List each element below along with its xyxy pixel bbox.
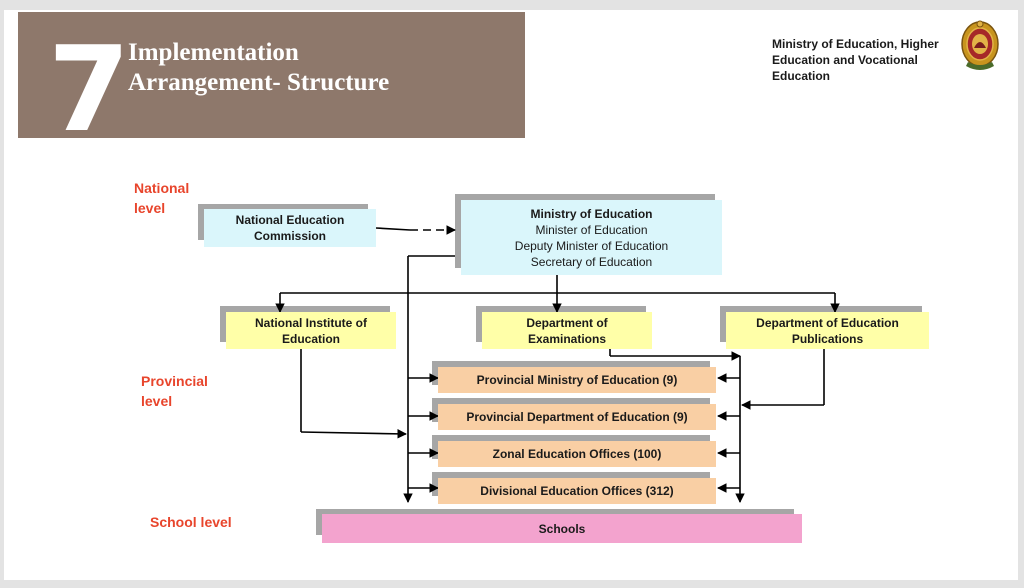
nie-line-2: Education — [281, 331, 340, 346]
provincial-level-label-line-1: Provincial — [141, 373, 208, 389]
ministry-of-education-box: Ministry of Education Minister of Educat… — [461, 200, 722, 275]
moe-title: Ministry of Education — [530, 206, 653, 221]
national-education-commission-box: National Education Commission — [204, 209, 376, 247]
sri-lanka-emblem-icon — [961, 20, 999, 70]
ministry-name-line-1: Ministry of Education, Higher — [772, 37, 939, 51]
school-level-label: School level — [150, 514, 232, 530]
doe-line-2: Examinations — [527, 331, 607, 346]
schools-box: Schools — [322, 514, 802, 543]
national-level-label: National level — [134, 178, 189, 218]
divisional-offices-box: Divisional Education Offices (312) — [438, 478, 716, 504]
moe-line-1: Minister of Education — [535, 222, 648, 237]
page-title: Implementation Arrangement- Structure — [128, 38, 518, 98]
dep-line-1: Department of Education — [756, 315, 899, 330]
section-number: 7 — [48, 20, 130, 158]
provincial-department-box: Provincial Department of Education (9) — [438, 404, 716, 430]
dep-line-2: Publications — [791, 331, 864, 346]
ministry-name-line-3: Education — [772, 69, 831, 83]
doe-line-1: Department of — [526, 315, 608, 330]
department-of-education-publications-box: Department of Education Publications — [726, 312, 929, 349]
zonal-offices-box: Zonal Education Offices (100) — [438, 441, 716, 467]
moe-line-3: Secretary of Education — [530, 254, 653, 269]
nec-line-2: Commission — [253, 229, 326, 243]
moe-line-2: Deputy Minister of Education — [514, 238, 669, 253]
provincial-level-label-line-2: level — [141, 393, 173, 409]
ministry-name: Ministry of Education, Higher Education … — [772, 36, 962, 84]
nie-line-1: National Institute of — [255, 315, 367, 330]
nec-line-1: National Education — [235, 213, 345, 227]
national-institute-of-education-box: National Institute of Education — [226, 312, 396, 349]
ministry-name-line-2: Education and Vocational — [772, 53, 918, 67]
department-of-examinations-box: Department of Examinations — [482, 312, 652, 349]
provincial-level-label: Provincial level — [141, 371, 208, 411]
page-title-line-1: Implementation — [128, 39, 299, 66]
title-banner: 7 Implementation Arrangement- Structure — [18, 12, 525, 148]
national-level-label-line-1: National — [134, 180, 190, 196]
page-title-line-2: Arrangement- Structure — [128, 69, 390, 96]
provincial-ministry-box: Provincial Ministry of Education (9) — [438, 367, 716, 393]
national-level-label-line-2: level — [134, 200, 166, 216]
